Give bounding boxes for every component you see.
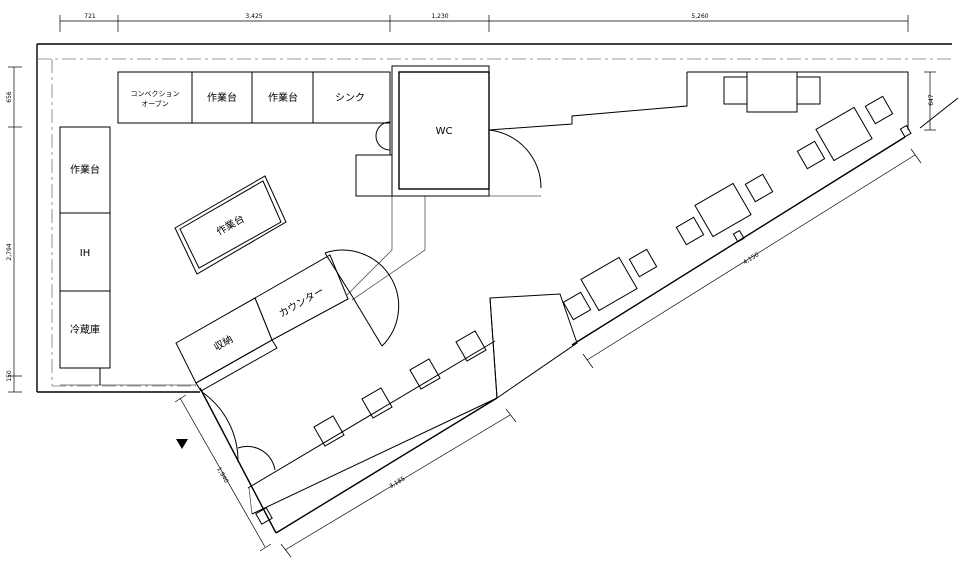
table-set <box>562 248 658 321</box>
dimension-lines <box>8 15 936 558</box>
ih-cooktop <box>59 212 111 292</box>
entrance-door-swing <box>201 391 239 463</box>
kitchen-left-counter: 作業台 IH 冷蔵庫 <box>59 126 111 369</box>
table-set-top <box>723 71 821 113</box>
dim-top-2: 3,425 <box>245 13 262 20</box>
dim-top-1: 721 <box>84 13 96 20</box>
stool <box>455 330 487 362</box>
sink-door-arc <box>375 121 391 151</box>
work-table-top-1-label: 作業台 <box>207 91 237 104</box>
stool <box>409 358 441 390</box>
entrance-side-swing <box>237 445 276 471</box>
table-set <box>675 173 774 246</box>
ih-label: IH <box>80 248 90 259</box>
work-table-left-label: 作業台 <box>70 163 100 176</box>
dim-diag-long: 4,150 <box>742 251 760 266</box>
work-table-top-2-label: 作業台 <box>268 91 298 104</box>
dim-right-small: 647 <box>928 94 935 106</box>
wc-door-swing <box>488 129 542 189</box>
island-work-table: 作業台 <box>174 175 287 275</box>
glass-panel <box>489 293 578 399</box>
fridge <box>59 290 111 369</box>
counter-run: カウンター 収納 <box>175 249 400 392</box>
stool <box>313 415 345 447</box>
convection-oven-label-1: コンベクション <box>131 90 180 98</box>
dim-top-4: 5,260 <box>691 13 708 20</box>
stool <box>361 387 393 419</box>
table-set <box>796 95 894 170</box>
dim-diag-bottom: 3,185 <box>388 475 406 490</box>
convection-oven-label-2: オーブン <box>141 99 169 108</box>
dim-diag-entry: 1,940 <box>215 466 230 485</box>
kitchen-top-counter: コンベクション オーブン 作業台 作業台 シンク <box>117 71 393 197</box>
sink <box>312 71 391 124</box>
entrance-arrow-icon <box>176 439 188 449</box>
entrance-door <box>176 391 276 525</box>
sink-label: シンク <box>335 92 365 104</box>
dim-left-top: 656 <box>6 91 13 103</box>
counter-door-swing <box>324 249 400 347</box>
wc-room: WC <box>391 65 542 197</box>
fridge-label: 冷蔵庫 <box>70 323 100 336</box>
wc-label: WC <box>436 126 453 137</box>
interior-lines <box>247 71 909 515</box>
dim-left-mid: 2,794 <box>6 243 13 260</box>
work-table-top-2 <box>251 71 314 124</box>
dim-left-bottom: 150 <box>6 370 13 382</box>
stools <box>313 330 487 447</box>
dim-top-3: 1,230 <box>431 13 448 20</box>
dining-tables <box>562 71 894 321</box>
convection-oven <box>117 71 193 124</box>
